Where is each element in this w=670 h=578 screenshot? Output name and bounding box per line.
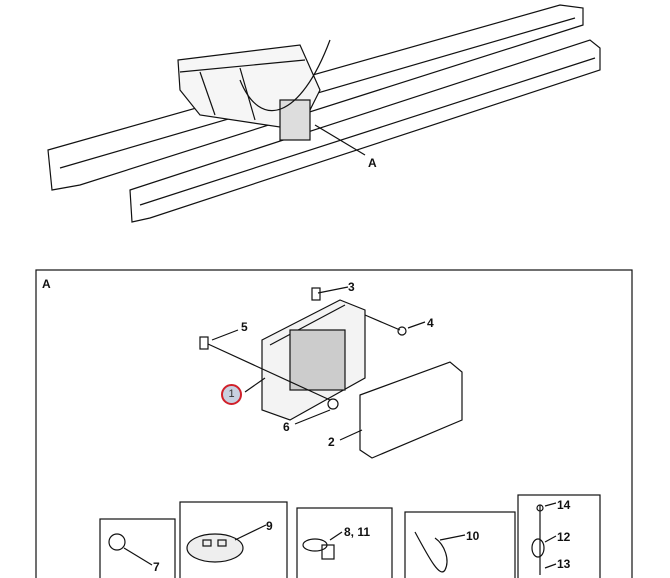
callout-9: 9 xyxy=(266,519,273,533)
callout-2: 2 xyxy=(328,435,335,449)
part-8-11-box xyxy=(296,507,393,578)
callout-4: 4 xyxy=(427,316,434,330)
part-12-14-box xyxy=(517,494,601,578)
detail-view-frame xyxy=(35,269,633,578)
truck-frame-illustration xyxy=(47,4,601,223)
control-module xyxy=(199,286,463,459)
callout-6: 6 xyxy=(283,420,290,434)
callout-10: 10 xyxy=(466,529,480,543)
callout-1-highlighted: 1 xyxy=(221,384,242,405)
part-7-box xyxy=(99,518,176,578)
detail-view-label: A xyxy=(42,277,51,291)
callout-13: 13 xyxy=(557,557,571,571)
overview-callout-a: A xyxy=(368,156,377,170)
callout-3: 3 xyxy=(348,280,355,294)
callout-7: 7 xyxy=(153,560,160,574)
part-10-box xyxy=(404,511,516,578)
callout-14: 14 xyxy=(557,498,571,512)
callout-5: 5 xyxy=(241,320,248,334)
callout-12: 12 xyxy=(557,530,571,544)
part-9-box xyxy=(179,501,288,578)
callout-8-11: 8, 11 xyxy=(344,525,371,539)
